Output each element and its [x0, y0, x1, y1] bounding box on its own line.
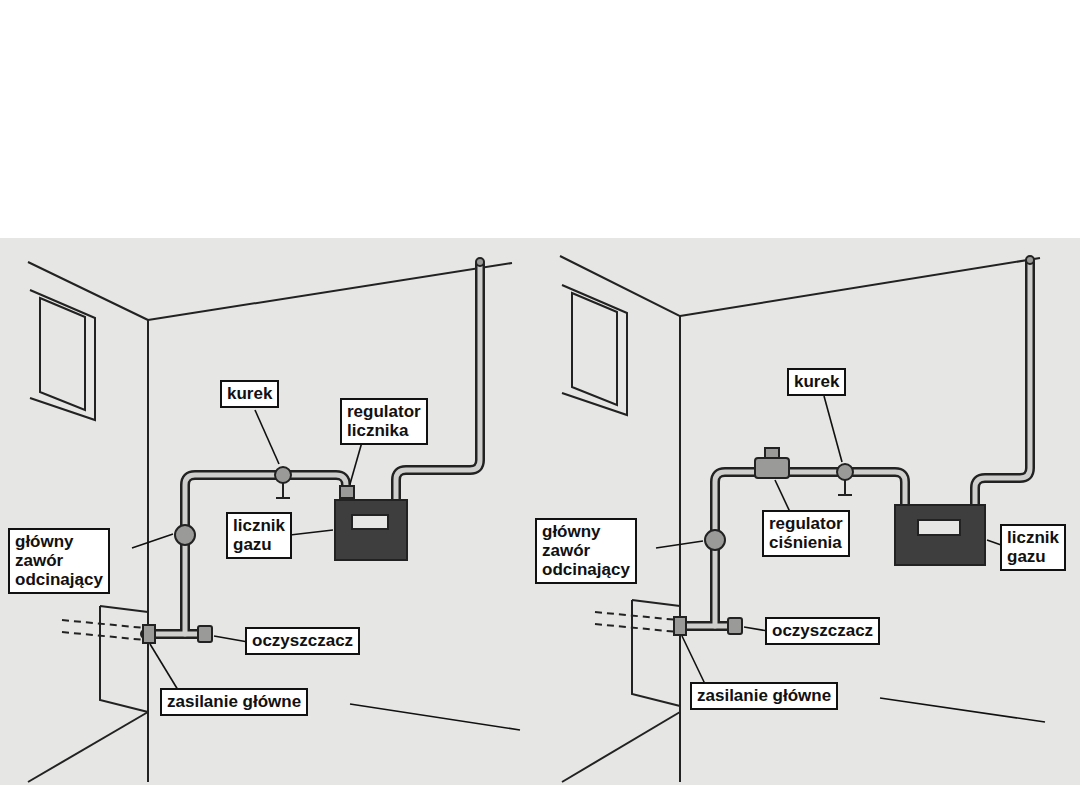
callout-box: oczyszczacz [765, 617, 880, 645]
meter-dial [918, 520, 960, 535]
cock-handle [276, 483, 290, 498]
callout-box: licznik gazu [1000, 524, 1066, 571]
callout-box: kurek [787, 368, 846, 396]
callout-label: główny zawór odcinający [15, 532, 103, 589]
cock-handle [838, 480, 852, 495]
callout-label: zasilanie główne [697, 686, 831, 705]
buried-pipe [595, 612, 678, 632]
callout-label: licznik gazu [233, 516, 285, 554]
callout-label: główny zawór odcinający [542, 522, 630, 579]
callout-box: główny zawór odcinający [535, 518, 637, 584]
window-pane [572, 293, 617, 405]
pressure-regulator [755, 458, 789, 478]
pipe-end [1026, 256, 1034, 264]
callout-box: główny zawór odcinający [8, 528, 110, 594]
gas-meter [895, 505, 985, 565]
trench [632, 600, 680, 706]
callout-box: kurek [220, 380, 279, 408]
callout-label: regulator ciśnienia [769, 514, 843, 552]
gas-meter [335, 500, 407, 560]
leader-line [132, 396, 1045, 730]
callout-box: oczyszczacz [245, 627, 360, 655]
callout-box: zasilanie główne [690, 682, 838, 710]
meter-dial [352, 515, 388, 529]
window-frame [30, 290, 95, 420]
callout-label: oczyszczacz [252, 631, 353, 650]
main-valve [705, 530, 725, 550]
trench [100, 606, 148, 712]
main-valve [175, 525, 195, 545]
callout-label: zasilanie główne [167, 692, 301, 711]
callout-label: kurek [794, 372, 839, 391]
meter-regulator [340, 486, 354, 498]
ceiling-edge [148, 263, 512, 320]
callout-label: kurek [227, 384, 272, 403]
window-pane [40, 298, 85, 410]
tee-fitting [674, 617, 686, 635]
callout-box: zasilanie główne [160, 688, 308, 716]
buried-pipe [62, 620, 145, 640]
cock-valve [275, 467, 291, 483]
ceiling-edge [680, 258, 1040, 316]
callout-label: oczyszczacz [772, 621, 873, 640]
callout-box: regulator ciśnienia [762, 510, 850, 557]
tee-fitting [143, 625, 155, 643]
pipe [145, 262, 1030, 634]
callout-label: licznik gazu [1007, 528, 1059, 566]
floor-edge [562, 712, 680, 782]
pipe-end [476, 258, 484, 266]
pressure-regulator-cap [765, 448, 779, 458]
cleaner [198, 626, 212, 642]
cleaner [728, 618, 742, 634]
cock-valve [837, 464, 853, 480]
wall-edge [28, 262, 148, 782]
callout-box: licznik gazu [226, 512, 292, 559]
floor-edge [28, 712, 148, 782]
callout-label: regulator licznika [347, 402, 421, 440]
callout-box: regulator licznika [340, 398, 428, 445]
window-frame [562, 285, 627, 415]
